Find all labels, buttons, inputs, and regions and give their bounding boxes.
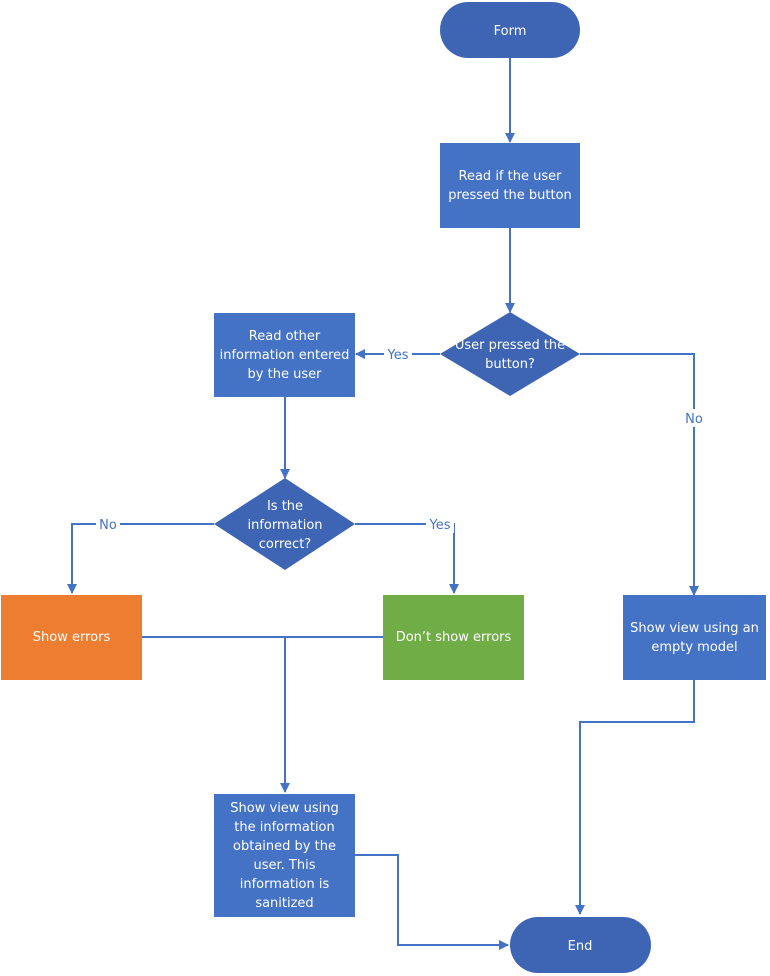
connector-obtained-to-end bbox=[355, 854, 509, 950]
process-show-obtained-info: Show view using the information obtained… bbox=[214, 794, 355, 917]
start-terminal-label: Form bbox=[494, 24, 527, 39]
edge-label-pressed-yes: Yes bbox=[387, 348, 409, 363]
connector-correct-yes bbox=[355, 523, 459, 594]
decision-info-correct bbox=[214, 478, 355, 570]
process-read-button-label: Read if the user pressed the button bbox=[448, 168, 572, 203]
end-terminal bbox=[510, 917, 651, 973]
process-read-button: Read if the user pressed the button bbox=[440, 143, 580, 228]
process-show-empty-model: Show view using an empty model bbox=[623, 595, 766, 680]
end-terminal-label: End bbox=[568, 939, 593, 954]
decision-info-correct-line3: correct? bbox=[259, 537, 311, 552]
connector-correct-no bbox=[67, 523, 214, 594]
edge-label-pressed-no: No bbox=[685, 412, 703, 427]
process-read-info-label: Read other information entered by the us… bbox=[219, 328, 350, 382]
edge-label-correct-yes: Yes bbox=[429, 518, 451, 533]
process-dont-show-errors-label: Don’t show errors bbox=[395, 630, 512, 645]
edge-label-correct-no: No bbox=[99, 518, 117, 533]
decision-user-pressed-line2: button? bbox=[485, 357, 535, 372]
decision-info-correct-line1: Is the bbox=[267, 499, 303, 514]
connector-pressed-no bbox=[580, 353, 699, 596]
process-read-info: Read other information entered by the us… bbox=[214, 313, 355, 397]
connector-empty-to-end bbox=[575, 680, 695, 915]
process-show-errors: Show errors bbox=[1, 595, 142, 680]
process-show-errors-label: Show errors bbox=[32, 630, 111, 645]
process-dont-show-errors: Don’t show errors bbox=[383, 595, 524, 680]
start-terminal bbox=[440, 2, 580, 58]
decision-user-pressed bbox=[440, 312, 580, 396]
decision-info-correct-line2: information bbox=[247, 518, 322, 533]
process-show-empty-model-label: Show view using an empty model bbox=[630, 620, 759, 655]
decision-user-pressed-line1: User pressed the bbox=[455, 338, 565, 353]
process-show-obtained-info-label: Show view using the information obtained… bbox=[230, 800, 339, 911]
